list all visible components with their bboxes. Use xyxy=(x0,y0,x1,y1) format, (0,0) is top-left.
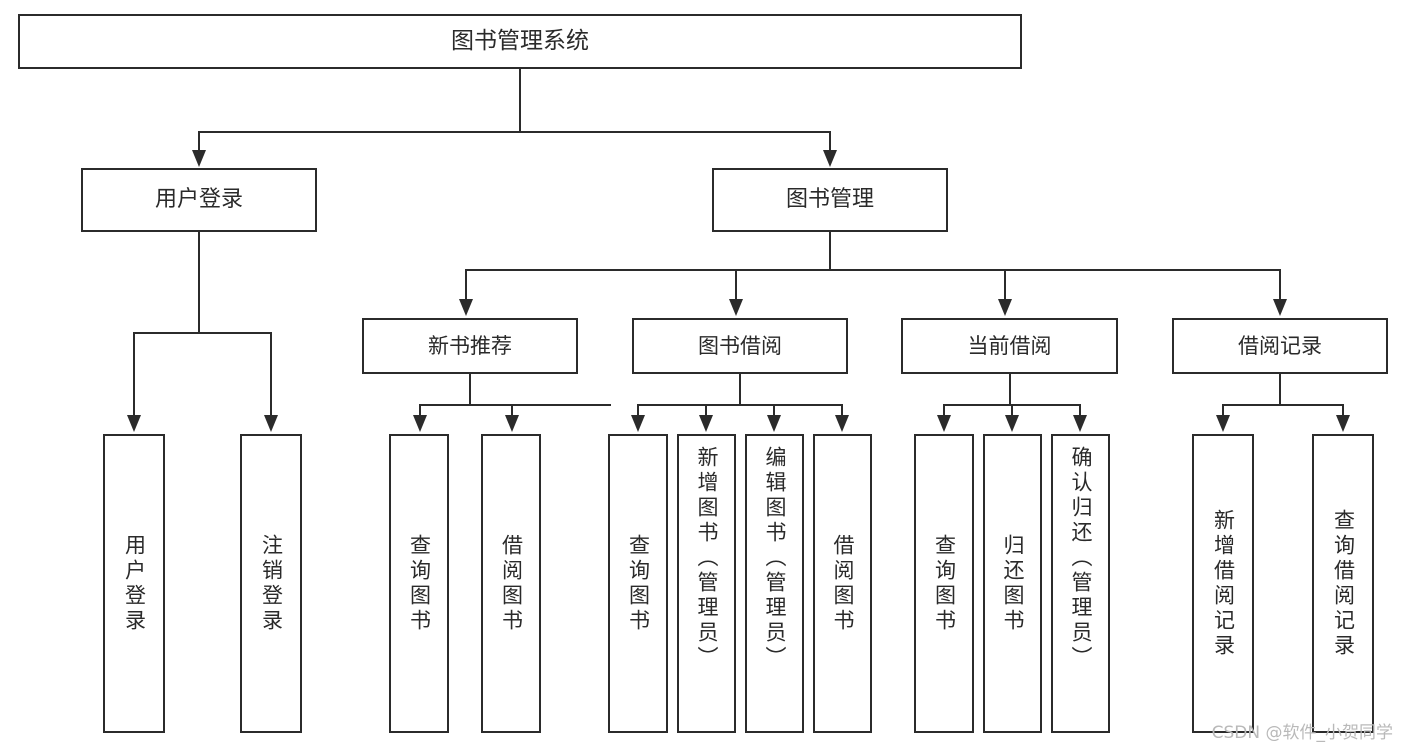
connector-book-borrow-branch-4 xyxy=(841,404,843,416)
leaf-edit-book-admin[interactable]: 编辑图书（管理员） xyxy=(745,434,804,733)
connector-new-book-branch-1 xyxy=(419,404,421,416)
arrow-to-leaf-edit-book xyxy=(767,415,781,432)
arrow-to-leaf-borrow-book-1 xyxy=(505,415,519,432)
leaf-user-login[interactable]: 用户登录 xyxy=(103,434,165,733)
arrow-to-current-borrow xyxy=(998,299,1012,316)
leaf-label: 查询图书 xyxy=(932,533,957,634)
leaf-label: 新增借阅记录 xyxy=(1211,508,1236,659)
leaf-query-book-borrow[interactable]: 查询图书 xyxy=(608,434,668,733)
leaf-logout[interactable]: 注销登录 xyxy=(240,434,302,733)
connector-root-to-user-login xyxy=(198,131,200,151)
node-label: 新书推荐 xyxy=(428,333,512,358)
connector-user-login-bar xyxy=(133,332,270,334)
arrow-to-leaf-logout xyxy=(264,415,278,432)
leaf-label: 编辑图书（管理员） xyxy=(763,446,787,671)
arrow-root-to-book-manage xyxy=(823,150,837,167)
node-user-login[interactable]: 用户登录 xyxy=(81,168,317,232)
node-current-borrow[interactable]: 当前借阅 xyxy=(901,318,1118,374)
connector-book-borrow-branch-2 xyxy=(705,404,707,416)
node-new-book-recommend[interactable]: 新书推荐 xyxy=(362,318,578,374)
connector-book-borrow-stem xyxy=(739,374,741,406)
node-label: 图书管理系统 xyxy=(451,28,589,55)
arrow-to-leaf-query-book-1 xyxy=(413,415,427,432)
leaf-add-book-admin[interactable]: 新增图书（管理员） xyxy=(677,434,736,733)
arrow-to-new-book xyxy=(459,299,473,316)
connector-book-borrow-bar xyxy=(637,404,843,406)
leaf-label: 查询图书 xyxy=(407,533,432,634)
connector-current-borrow-branch-1 xyxy=(943,404,945,416)
leaf-label: 查询借阅记录 xyxy=(1331,508,1356,659)
arrow-to-book-borrow xyxy=(729,299,743,316)
node-label: 图书管理 xyxy=(785,187,874,213)
connector-new-book-bar xyxy=(419,404,611,406)
connector-borrow-record-branch-2 xyxy=(1342,404,1344,416)
leaf-query-borrow-record[interactable]: 查询借阅记录 xyxy=(1312,434,1374,733)
leaf-query-book-current[interactable]: 查询图书 xyxy=(914,434,974,733)
connector-current-borrow-stem xyxy=(1009,374,1011,406)
node-borrow-record[interactable]: 借阅记录 xyxy=(1172,318,1388,374)
arrow-to-leaf-confirm-return xyxy=(1073,415,1087,432)
connector-to-current-borrow xyxy=(1004,269,1006,300)
connector-book-manage-bar xyxy=(465,269,1281,271)
arrow-to-leaf-user-login xyxy=(127,415,141,432)
connector-root-bar xyxy=(198,131,831,133)
arrow-to-leaf-query-book-3 xyxy=(937,415,951,432)
node-label: 图书借阅 xyxy=(698,333,782,358)
connector-current-borrow-branch-3 xyxy=(1079,404,1081,416)
leaf-label: 借阅图书 xyxy=(499,533,524,634)
arrow-to-leaf-query-book-2 xyxy=(631,415,645,432)
leaf-return-book[interactable]: 归还图书 xyxy=(983,434,1042,733)
connector-borrow-record-branch-1 xyxy=(1222,404,1224,416)
connector-new-book-stem xyxy=(469,374,471,406)
connector-to-borrow-record xyxy=(1279,269,1281,300)
node-book-borrow[interactable]: 图书借阅 xyxy=(632,318,848,374)
leaf-confirm-return-admin[interactable]: 确认归还（管理员） xyxy=(1051,434,1110,733)
leaf-label: 注销登录 xyxy=(259,533,284,634)
arrow-to-leaf-query-record xyxy=(1336,415,1350,432)
connector-borrow-record-bar xyxy=(1222,404,1342,406)
connector-borrow-record-stem xyxy=(1279,374,1281,406)
leaf-borrow-book[interactable]: 借阅图书 xyxy=(813,434,872,733)
arrow-to-leaf-borrow-book-2 xyxy=(835,415,849,432)
leaf-label: 归还图书 xyxy=(1001,533,1025,634)
node-label: 借阅记录 xyxy=(1238,333,1322,358)
connector-user-login-branch-1 xyxy=(133,332,135,416)
connector-user-login-branch-2 xyxy=(270,332,272,416)
node-book-management[interactable]: 图书管理 xyxy=(712,168,948,232)
arrow-to-leaf-add-book xyxy=(699,415,713,432)
arrow-to-borrow-record xyxy=(1273,299,1287,316)
connector-to-new-book xyxy=(465,269,467,300)
leaf-label: 用户登录 xyxy=(122,533,147,634)
connector-root-to-book-manage xyxy=(829,131,831,151)
connector-current-borrow-branch-2 xyxy=(1011,404,1013,416)
connector-new-book-branch-2 xyxy=(511,404,513,416)
arrow-to-leaf-add-record xyxy=(1216,415,1230,432)
connector-root-stem xyxy=(519,69,521,132)
leaf-query-book-recommend[interactable]: 查询图书 xyxy=(389,434,449,733)
leaf-label: 新增图书（管理员） xyxy=(695,446,719,671)
connector-book-borrow-branch-1 xyxy=(637,404,639,416)
leaf-label: 借阅图书 xyxy=(831,533,855,634)
connector-book-manage-stem xyxy=(829,232,831,271)
arrow-to-leaf-return-book xyxy=(1005,415,1019,432)
leaf-label: 确认归还（管理员） xyxy=(1069,446,1093,671)
connector-book-borrow-branch-3 xyxy=(773,404,775,416)
leaf-add-borrow-record[interactable]: 新增借阅记录 xyxy=(1192,434,1254,733)
connector-to-book-borrow xyxy=(735,269,737,300)
node-label: 当前借阅 xyxy=(967,333,1052,358)
connector-user-login-stem xyxy=(198,232,200,333)
leaf-label: 查询图书 xyxy=(626,533,651,634)
node-system-root[interactable]: 图书管理系统 xyxy=(18,14,1022,69)
leaf-borrow-book-recommend[interactable]: 借阅图书 xyxy=(481,434,541,733)
node-label: 用户登录 xyxy=(154,187,243,213)
arrow-root-to-user-login xyxy=(192,150,206,167)
